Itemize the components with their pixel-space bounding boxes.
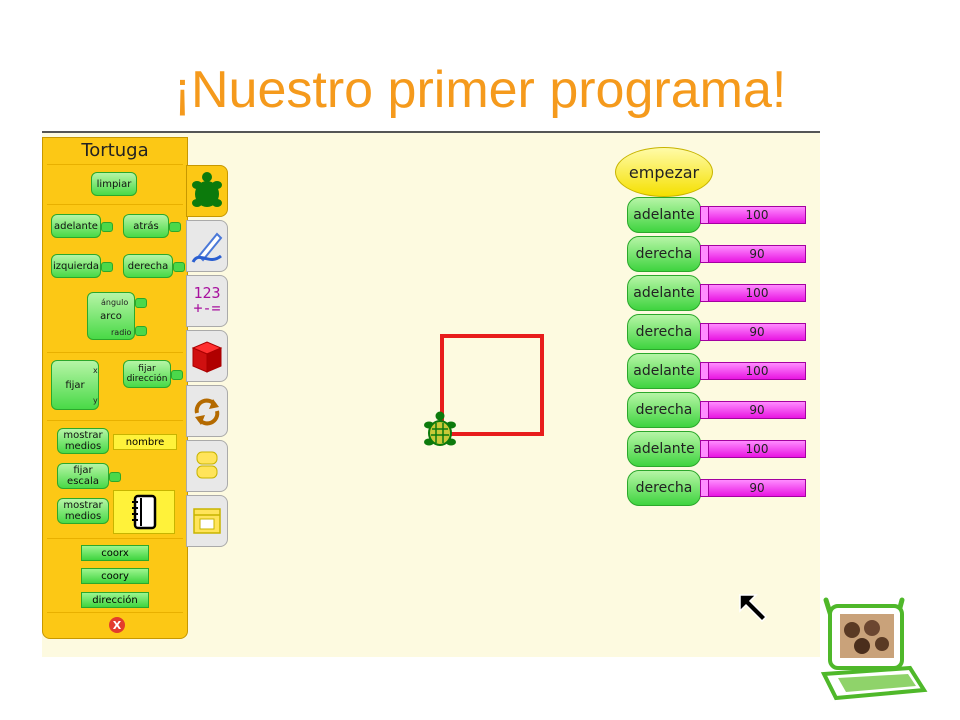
pen-icon	[191, 232, 223, 263]
fijar-direccion-block[interactable]: fijar dirección	[123, 360, 171, 388]
tab-turtle[interactable]	[186, 165, 228, 217]
coory-block[interactable]: coory	[81, 568, 149, 584]
tab-flow[interactable]	[186, 385, 228, 437]
mouse-cursor-icon	[739, 594, 768, 623]
program-command-4[interactable]: derecha	[627, 314, 701, 350]
fijar-x-label: x	[93, 366, 98, 375]
slide-title: ¡Nuestro primer programa!	[173, 61, 787, 119]
coorx-block[interactable]: coorx	[81, 545, 149, 561]
program-command-5[interactable]: adelante	[627, 353, 701, 389]
tab-templates[interactable]	[186, 495, 228, 547]
block-argument-slot	[173, 262, 185, 272]
repeat-icon	[194, 398, 220, 426]
limpiar-block[interactable]: limpiar	[91, 172, 137, 196]
fijar-escala-block[interactable]: fijar escala	[57, 463, 109, 489]
program-value-5[interactable]: 100	[708, 362, 806, 380]
atras-block[interactable]: atrás	[123, 214, 169, 238]
izquierda-block[interactable]: izquierda	[51, 254, 101, 278]
program-value-3[interactable]: 100	[708, 284, 806, 302]
palette-divider	[47, 352, 183, 353]
xo-laptop-icon	[820, 597, 928, 701]
program-value-6[interactable]: 90	[708, 401, 806, 419]
box-icon	[191, 341, 223, 373]
direccion-block[interactable]: dirección	[81, 592, 149, 608]
mostrar-medios-block[interactable]: mostrar medios	[57, 428, 109, 454]
program-value-1[interactable]: 100	[708, 206, 806, 224]
empezar-block[interactable]: empezar	[615, 147, 713, 197]
palette-divider	[47, 538, 183, 539]
operators-label: +-=	[193, 299, 221, 317]
block-argument-slot	[135, 298, 147, 308]
numbers-label: 123	[193, 284, 221, 302]
tab-actions[interactable]	[186, 440, 228, 492]
palette-divider	[47, 164, 183, 165]
derecha-block[interactable]: derecha	[123, 254, 173, 278]
block-argument-slot	[101, 262, 113, 272]
arco-angulo-label: ángulo	[101, 298, 129, 307]
fijar-y-label: y	[93, 396, 98, 405]
arco-radio-label: radio	[111, 328, 132, 337]
nombre-input[interactable]: nombre	[113, 434, 177, 450]
template-icon	[193, 508, 221, 534]
turtle-icon	[424, 411, 456, 446]
fijar-block[interactable]: fijar	[51, 360, 99, 410]
program-value-2[interactable]: 90	[708, 245, 806, 263]
turtle-art-workspace: Tortuga limpiar adelante atrás izquierda…	[42, 131, 820, 657]
action-blocks-icon	[196, 451, 218, 479]
tab-numbers[interactable]: 123 +-=	[186, 275, 228, 327]
palette-divider	[47, 612, 183, 613]
tab-blocks[interactable]	[186, 330, 228, 382]
block-argument-slot	[169, 222, 181, 232]
turtle-palette: Tortuga limpiar adelante atrás izquierda…	[42, 137, 188, 639]
tab-pen[interactable]	[186, 220, 228, 272]
program-command-1[interactable]: adelante	[627, 197, 701, 233]
drawing-canvas[interactable]	[228, 133, 820, 657]
program-value-7[interactable]: 100	[708, 440, 806, 458]
program-value-4[interactable]: 90	[708, 323, 806, 341]
program-command-7[interactable]: adelante	[627, 431, 701, 467]
program-command-3[interactable]: adelante	[627, 275, 701, 311]
palette-title: Tortuga	[81, 140, 149, 161]
turtle-icon	[192, 172, 222, 207]
palette-divider	[47, 204, 183, 205]
program-command-2[interactable]: derecha	[627, 236, 701, 272]
close-palette-button[interactable]: X	[109, 617, 125, 633]
block-argument-slot	[171, 370, 183, 380]
palette-divider	[47, 420, 183, 421]
mostrar-medios-block-2[interactable]: mostrar medios	[57, 498, 109, 524]
arco-block[interactable]: arco	[87, 292, 135, 340]
program-value-8[interactable]: 90	[708, 479, 806, 497]
block-argument-slot	[109, 472, 121, 482]
program-command-8[interactable]: derecha	[627, 470, 701, 506]
block-argument-slot	[135, 326, 147, 336]
journal-icon[interactable]	[113, 490, 175, 534]
adelante-block[interactable]: adelante	[51, 214, 101, 238]
block-argument-slot	[101, 222, 113, 232]
program-command-6[interactable]: derecha	[627, 392, 701, 428]
square-drawing	[440, 334, 544, 436]
